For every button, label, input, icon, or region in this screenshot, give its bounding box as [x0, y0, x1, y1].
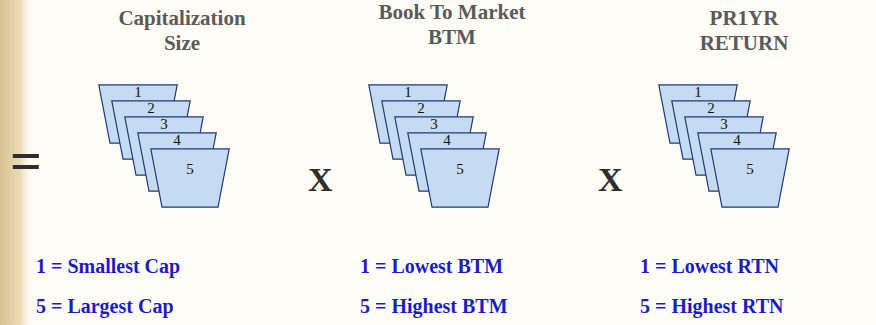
- quintile-number: 4: [697, 132, 777, 147]
- column-heading: PR1YR RETURN: [692, 6, 796, 56]
- equals-sign: =: [10, 128, 42, 195]
- quintile-number: 3: [684, 116, 764, 131]
- quintile-number: 5: [710, 148, 790, 176]
- quintile-card: 5: [710, 148, 790, 208]
- quintile-number: 1: [368, 84, 448, 99]
- scale-note: 5 = Largest Cap: [36, 294, 174, 318]
- quintile-number: 2: [671, 100, 751, 115]
- quintile-number: 2: [381, 100, 461, 115]
- column-heading: Capitalization Size: [107, 6, 257, 56]
- quintile-card: 5: [150, 148, 230, 208]
- quintile-number: 1: [658, 84, 738, 99]
- trapezoid-card: [710, 148, 790, 208]
- multiply-sign: X: [598, 160, 623, 201]
- column-heading: Book To Market BTM: [368, 0, 536, 50]
- quintile-card: 5: [420, 148, 500, 208]
- quintile-number: 3: [394, 116, 474, 131]
- quintile-number: 4: [137, 132, 217, 147]
- scale-note: 1 = Lowest RTN: [640, 254, 779, 278]
- scale-note: 5 = Highest RTN: [640, 294, 783, 318]
- quintile-number: 5: [420, 148, 500, 176]
- scale-note: 5 = Highest BTM: [360, 294, 508, 318]
- quintile-number: 4: [407, 132, 487, 147]
- trapezoid-card: [150, 148, 230, 208]
- quintile-number: 3: [124, 116, 204, 131]
- quintile-number: 5: [150, 148, 230, 176]
- quintile-number: 1: [98, 84, 178, 99]
- quintile-number: 2: [111, 100, 191, 115]
- multiply-sign: X: [308, 160, 333, 201]
- scale-note: 1 = Smallest Cap: [36, 254, 180, 278]
- trapezoid-card: [420, 148, 500, 208]
- scale-note: 1 = Lowest BTM: [360, 254, 503, 278]
